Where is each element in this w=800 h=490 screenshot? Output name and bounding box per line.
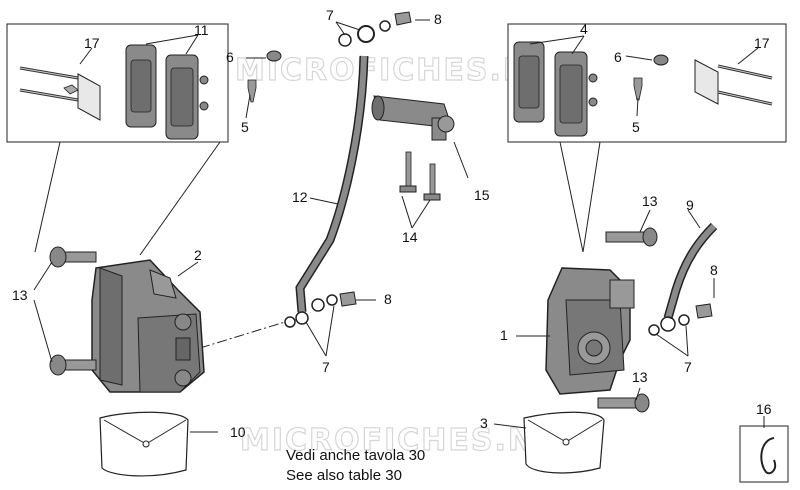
callout-12: 12 <box>292 189 308 205</box>
callout-13-right-top: 13 <box>642 193 658 209</box>
note-english: See also table 30 <box>286 467 402 484</box>
callout-7-top: 7 <box>326 7 334 23</box>
callout-6-left: 6 <box>226 49 234 65</box>
callout-9: 9 <box>686 197 694 213</box>
bleeder-parts-right <box>633 54 669 101</box>
brake-pads-left <box>125 44 209 140</box>
parts-bag-right <box>523 411 605 474</box>
callout-4: 4 <box>580 21 588 37</box>
callout-16: 16 <box>756 401 772 417</box>
right-caliper <box>545 267 635 395</box>
callout-labels: 17 11 6 5 7 8 12 15 14 2 13 7 8 10 4 6 5… <box>12 7 772 440</box>
brake-pads-right <box>513 41 598 137</box>
callout-15: 15 <box>474 187 490 203</box>
callout-13-left: 13 <box>12 287 28 303</box>
callout-11: 11 <box>194 22 209 38</box>
brake-hose <box>284 11 412 328</box>
callout-1: 1 <box>500 327 508 343</box>
callout-17-left: 17 <box>84 35 100 51</box>
right-inset-box <box>507 23 787 253</box>
banjo-bolt-center <box>311 291 357 312</box>
note-italian: Vedi anche tavola 30 <box>286 447 425 464</box>
callout-5-left: 5 <box>241 119 249 135</box>
watermark-bottom: MICROFICHES.NET <box>240 423 580 458</box>
callout-8-right: 8 <box>710 262 718 278</box>
master-cylinder <box>371 95 455 141</box>
callout-3: 3 <box>480 415 488 431</box>
parts-bag-left <box>99 411 189 477</box>
pin-set-right <box>694 59 773 106</box>
leader-lines <box>33 19 765 433</box>
callout-5-right: 5 <box>632 119 640 135</box>
pin-set-left <box>19 66 101 121</box>
right-hose <box>648 222 718 336</box>
callout-10: 10 <box>230 424 246 440</box>
callout-17-right: 17 <box>754 35 770 51</box>
clip-box <box>739 425 789 483</box>
callout-13-right-bottom: 13 <box>632 369 648 385</box>
callout-7-center: 7 <box>322 359 330 375</box>
callout-7-right: 7 <box>684 359 692 375</box>
callout-2: 2 <box>194 247 202 263</box>
callout-6-right: 6 <box>614 49 622 65</box>
left-caliper <box>91 259 205 393</box>
master-cylinder-bolts <box>399 151 441 201</box>
right-caliper-bolts <box>597 227 658 413</box>
callout-8-center: 8 <box>384 291 392 307</box>
callout-14: 14 <box>402 229 418 245</box>
callout-8-top: 8 <box>434 11 442 27</box>
left-caliper-bolts <box>49 246 97 376</box>
